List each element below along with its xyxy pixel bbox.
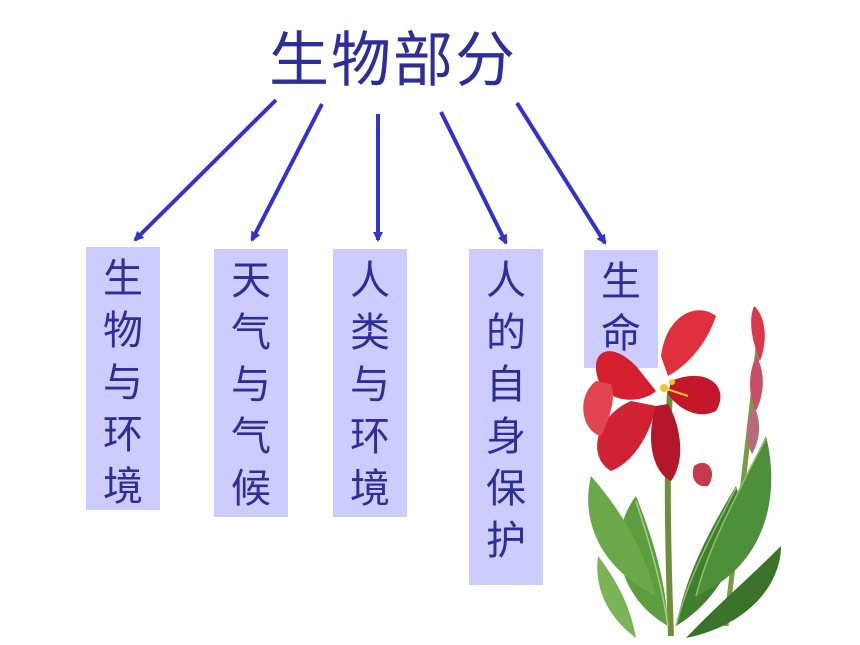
topic-char: 生: [601, 259, 641, 305]
topic-char: 物: [103, 308, 143, 354]
topic-char: 气: [231, 310, 271, 356]
arrow-to-topic-1: [133, 98, 278, 242]
topic-char: 与: [350, 362, 390, 408]
topic-box-biology-environment: 生物与环境: [86, 247, 160, 510]
topic-box-weather-climate: 天气与气候: [214, 249, 288, 517]
topic-char: 境: [350, 466, 390, 512]
topic-char: 保: [486, 466, 526, 512]
flower-icon: [583, 306, 781, 638]
topic-char: 与: [231, 362, 271, 408]
topic-box-life: 生命: [584, 250, 658, 368]
topic-char: 人: [350, 258, 390, 304]
arrow-to-topic-5: [515, 101, 607, 245]
topic-char: 环: [103, 412, 143, 458]
topic-char: 境: [103, 464, 143, 510]
topic-box-human-environment: 人类与环境: [333, 249, 407, 517]
topic-char: 天: [231, 258, 271, 304]
topic-box-self-protection: 人的自身保护: [469, 249, 543, 585]
topic-char: 气: [231, 414, 271, 460]
arrow-to-topic-4: [439, 111, 508, 245]
topic-char: 护: [486, 518, 526, 564]
diagram-title: 生物部分: [269, 26, 517, 96]
arrow-to-topic-2: [250, 103, 324, 242]
topic-char: 的: [486, 310, 526, 356]
topic-char: 命: [601, 311, 641, 357]
topic-char: 环: [350, 414, 390, 460]
topic-char: 身: [486, 414, 526, 460]
topic-char: 候: [231, 466, 271, 512]
topic-char: 生: [103, 256, 143, 302]
topic-char: 与: [103, 360, 143, 406]
topic-char: 人: [486, 258, 526, 304]
topic-char: 类: [350, 310, 390, 356]
topic-char: 自: [486, 362, 526, 408]
